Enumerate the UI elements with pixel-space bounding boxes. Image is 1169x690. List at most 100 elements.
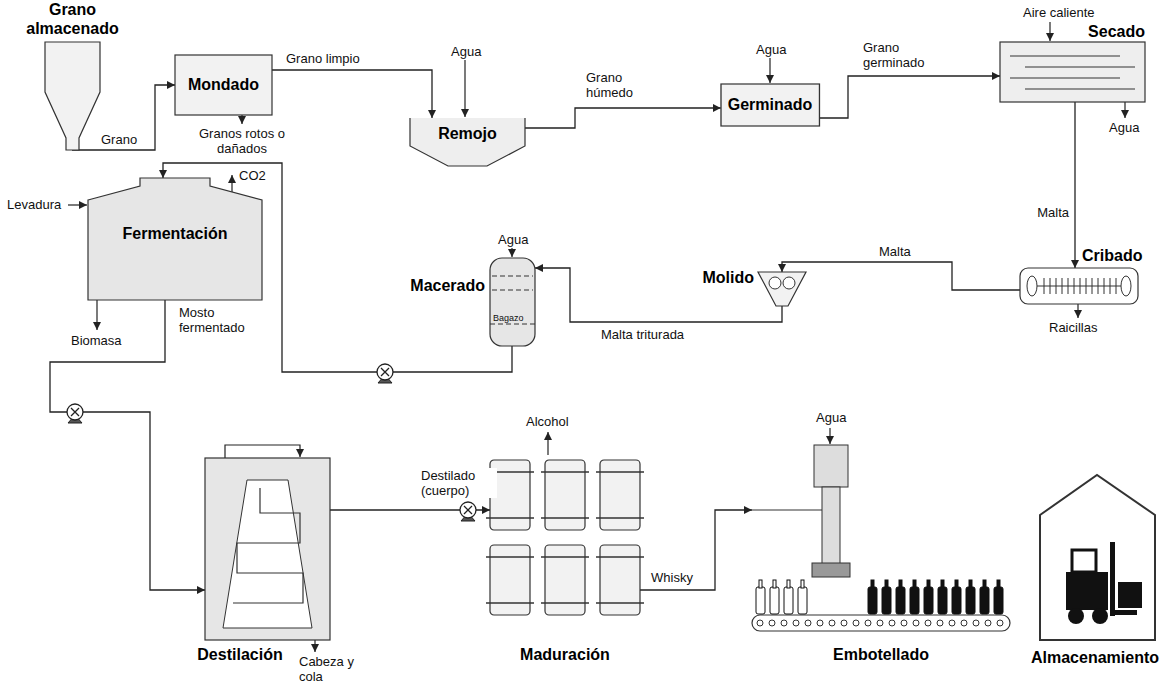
still-column	[223, 480, 312, 628]
bottle-neck	[927, 580, 930, 588]
conveyor-roller	[829, 620, 835, 626]
screen-bar	[1080, 278, 1081, 294]
pump-symbol	[67, 404, 83, 423]
stream-label: Biomasa	[70, 333, 134, 348]
pump-impeller	[71, 408, 79, 416]
unit-name: Germinado	[721, 95, 819, 114]
flow-label: Destilado (cuerpo)	[420, 468, 497, 498]
barrel-hoop	[596, 517, 644, 519]
fermenter-tank	[88, 178, 262, 300]
bottle-neck	[899, 580, 902, 588]
forklift-body	[1066, 572, 1108, 610]
filler-head	[812, 563, 850, 577]
screen-roller	[1027, 276, 1037, 296]
barrel-hoop	[486, 517, 534, 519]
still-housing	[205, 458, 330, 640]
conveyor-roller	[757, 620, 763, 626]
stream-arrow	[96, 300, 97, 330]
flow-label: Grano	[100, 132, 152, 147]
screen-bar	[1062, 278, 1063, 294]
process-unit: Mondado	[175, 55, 272, 115]
process-unit: Maduración	[490, 455, 640, 620]
conveyor-roller	[937, 620, 943, 626]
feed-pipe	[752, 509, 830, 510]
barrels-figure	[490, 455, 640, 620]
stream-label: Bagazo	[492, 313, 534, 324]
bottle	[756, 587, 765, 614]
unit-name: Molido	[696, 268, 754, 287]
process-unit: Destilación	[205, 458, 330, 640]
pump-casing	[377, 364, 393, 380]
stream-label: Agua	[755, 42, 791, 57]
process-unit: Cribado	[1020, 268, 1138, 304]
bottle	[952, 587, 961, 614]
barrel-hoop	[541, 556, 589, 558]
unit-name: Maduración	[490, 645, 640, 664]
stream-arrow	[314, 640, 315, 652]
screen-roller	[1121, 276, 1131, 296]
tank-fill	[410, 118, 525, 166]
unit-name: Embotellado	[752, 645, 1010, 664]
conveyor-roller	[913, 620, 919, 626]
stream-arrow	[769, 58, 770, 83]
flow-label: Grano germinado	[862, 40, 952, 70]
unit-name: Mondado	[175, 75, 272, 94]
pump-symbol	[460, 502, 476, 521]
still-coil	[233, 488, 303, 603]
process-unit: Macerado	[490, 258, 535, 346]
conveyor	[752, 615, 1010, 631]
bottle	[980, 587, 989, 614]
unit-name: Fermentación	[88, 224, 262, 243]
stream-arrow	[511, 248, 512, 257]
stream-label: Cabeza y cola	[298, 654, 356, 684]
flow-connector	[782, 262, 1020, 290]
bottle	[994, 587, 1003, 614]
conveyor-roller	[901, 620, 907, 626]
barrel-hoop	[486, 602, 534, 604]
bottle	[910, 587, 919, 614]
bottle	[938, 587, 947, 614]
forklift-cab	[1072, 550, 1096, 572]
barrel	[490, 545, 530, 615]
mill-roller	[783, 277, 795, 289]
stream-arrow	[1124, 102, 1125, 118]
conveyor-roller	[781, 620, 787, 626]
conveyor-roller	[973, 620, 979, 626]
bottle-neck	[773, 580, 776, 588]
barrel	[600, 545, 640, 615]
mash-tray	[492, 290, 533, 291]
stream-arrow	[66, 204, 87, 205]
flow-label: Mosto fermentado	[178, 305, 262, 335]
pump-symbol	[377, 364, 393, 383]
barrel-hoop	[541, 471, 589, 473]
stream-label: CO2	[238, 168, 272, 183]
bottle-neck	[997, 580, 1000, 588]
mill-figure	[758, 272, 806, 306]
stream-arrow	[829, 428, 830, 444]
conveyor-roller	[889, 620, 895, 626]
pump-casing	[67, 404, 83, 420]
conveyor-roller	[769, 620, 775, 626]
screen-housing	[1020, 268, 1138, 304]
stream-arrow	[464, 60, 465, 117]
unit-name: Remojo	[410, 124, 525, 143]
pump-casing	[460, 502, 476, 518]
flow-connector	[640, 510, 752, 590]
barrel-hoop	[596, 556, 644, 558]
conveyor-roller	[961, 620, 967, 626]
dryer-tray	[1025, 66, 1135, 67]
screen-bar	[1116, 278, 1117, 294]
bottler-figure	[752, 445, 1010, 640]
process-box	[175, 55, 272, 115]
barrel-hoop	[486, 556, 534, 558]
flow-connector	[819, 76, 1000, 118]
bottle-neck	[941, 580, 944, 588]
bottle-neck	[759, 580, 762, 588]
screen-bar	[1086, 278, 1087, 294]
screen-figure	[1020, 268, 1138, 304]
conveyor-roller	[865, 620, 871, 626]
screen-bar	[1098, 278, 1099, 294]
bottle	[882, 587, 891, 614]
conveyor-roller	[949, 620, 955, 626]
